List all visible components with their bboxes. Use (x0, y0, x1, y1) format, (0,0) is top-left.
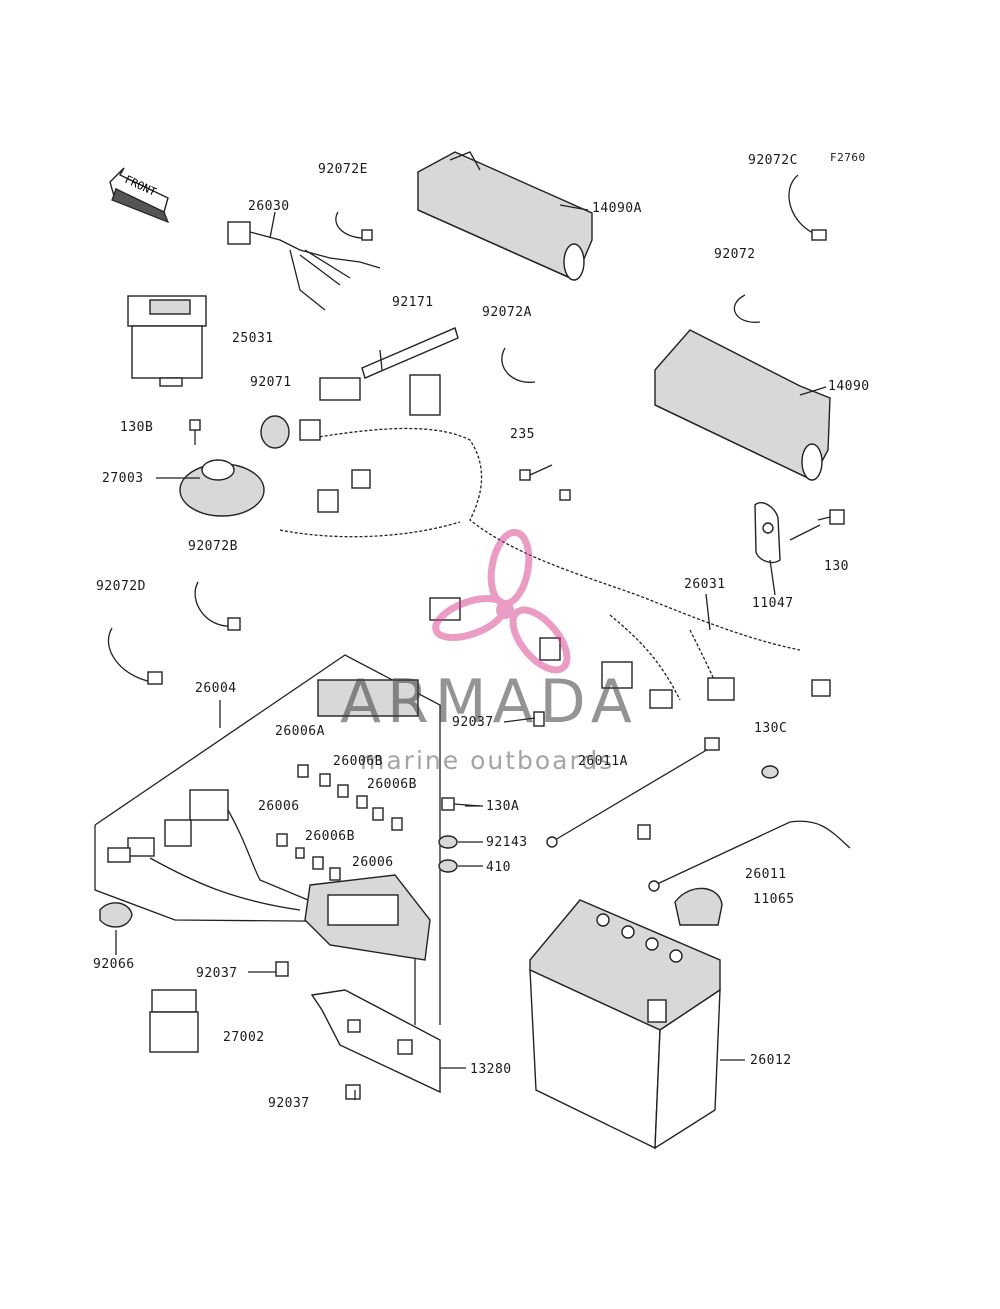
part-label-92066: 92066 (93, 957, 135, 972)
figure-code: F2760 (830, 151, 866, 164)
part-label-130A: 130A (486, 799, 520, 814)
clamp-92072E (335, 211, 373, 241)
hour-meter-25031 (127, 295, 207, 387)
grommet-92071 (260, 415, 290, 449)
part-label-92072C: 92072C (748, 153, 798, 168)
part-label-92072E: 92072E (318, 162, 368, 177)
clamp-92072B (194, 581, 241, 631)
battery-26012 (529, 899, 721, 1150)
part-label-26011: 26011 (745, 867, 787, 882)
main-harness-26031 (279, 374, 831, 709)
part-label-13280: 13280 (470, 1062, 512, 1077)
part-label-92037-lower: 92037 (196, 966, 238, 981)
watermark-title: ARMADA (340, 667, 638, 737)
part-label-26031: 26031 (684, 577, 726, 592)
part-label-26006-2: 26006 (352, 855, 394, 870)
part-label-26006B-1: 26006B (333, 754, 383, 769)
part-label-26012: 26012 (750, 1053, 792, 1068)
clamp-92072D (107, 627, 163, 685)
part-label-26011A: 26011A (578, 754, 628, 769)
part-label-27002: 27002 (223, 1030, 265, 1045)
fuse-set (276, 764, 403, 881)
part-label-26006-1: 26006 (258, 799, 300, 814)
bolt-130A (441, 797, 481, 811)
part-label-26030: 26030 (248, 199, 290, 214)
part-label-92037-upper: 92037 (452, 715, 494, 730)
watermark-subtitle: marine outboards (360, 746, 615, 775)
part-label-25031: 25031 (232, 331, 274, 346)
washer-92143 (438, 835, 458, 849)
cable-26011 (637, 820, 851, 892)
cover-14090A (417, 151, 593, 281)
bracket-11047 (754, 501, 781, 564)
part-label-26006B-2: 26006B (367, 777, 417, 792)
sub-harness-26004 (107, 679, 431, 961)
part-label-92072: 92072 (714, 247, 756, 262)
bolt-130B (189, 419, 201, 445)
harness-26030 (227, 221, 381, 311)
part-label-92072D: 92072D (96, 579, 146, 594)
part-label-92037-bottom: 92037 (268, 1096, 310, 1111)
watermark-logo-icon (432, 528, 571, 674)
part-label-130: 130 (824, 559, 849, 574)
nut-130C (761, 765, 779, 779)
clamp-92072 (733, 294, 761, 323)
part-label-235: 235 (510, 427, 535, 442)
part-label-130C: 130C (754, 721, 788, 736)
leader-lines (115, 204, 827, 1100)
front-arrow-icon: FRONT (109, 167, 170, 224)
part-label-14090A: 14090A (592, 201, 642, 216)
part-label-14090: 14090 (828, 379, 870, 394)
part-label-11047: 11047 (752, 596, 794, 611)
part-label-92072B: 92072B (188, 539, 238, 554)
part-label-92143: 92143 (486, 835, 528, 850)
part-label-26004: 26004 (195, 681, 237, 696)
part-label-92072A: 92072A (482, 305, 532, 320)
cover-14090 (654, 329, 831, 481)
clamp-92072C (788, 174, 827, 241)
nut-410 (438, 859, 458, 873)
part-label-130B: 130B (120, 420, 154, 435)
grommet-92066 (99, 902, 133, 928)
bolt-92037-bottom (345, 1084, 361, 1100)
cable-26011A (546, 737, 720, 848)
bracket-13280 (310, 989, 441, 1094)
part-label-410: 410 (486, 860, 511, 875)
part-label-92171: 92171 (392, 295, 434, 310)
bolt-130 (817, 509, 845, 525)
part-label-92071: 92071 (250, 375, 292, 390)
clamp-92072A (501, 347, 536, 383)
part-label-26006B-3: 26006B (305, 829, 355, 844)
screw-235 (519, 464, 553, 481)
bracket-92171 (361, 327, 459, 379)
part-label-11065: 11065 (753, 892, 795, 907)
part-label-27003: 27003 (102, 471, 144, 486)
terminal-boot-11065 (674, 887, 723, 926)
part-label-26006A: 26006A (275, 724, 325, 739)
horn-27003 (179, 459, 265, 517)
bolt-92037-upper (533, 711, 545, 727)
relay-27002 (149, 989, 199, 1053)
bolt-92037-lower (275, 961, 289, 977)
